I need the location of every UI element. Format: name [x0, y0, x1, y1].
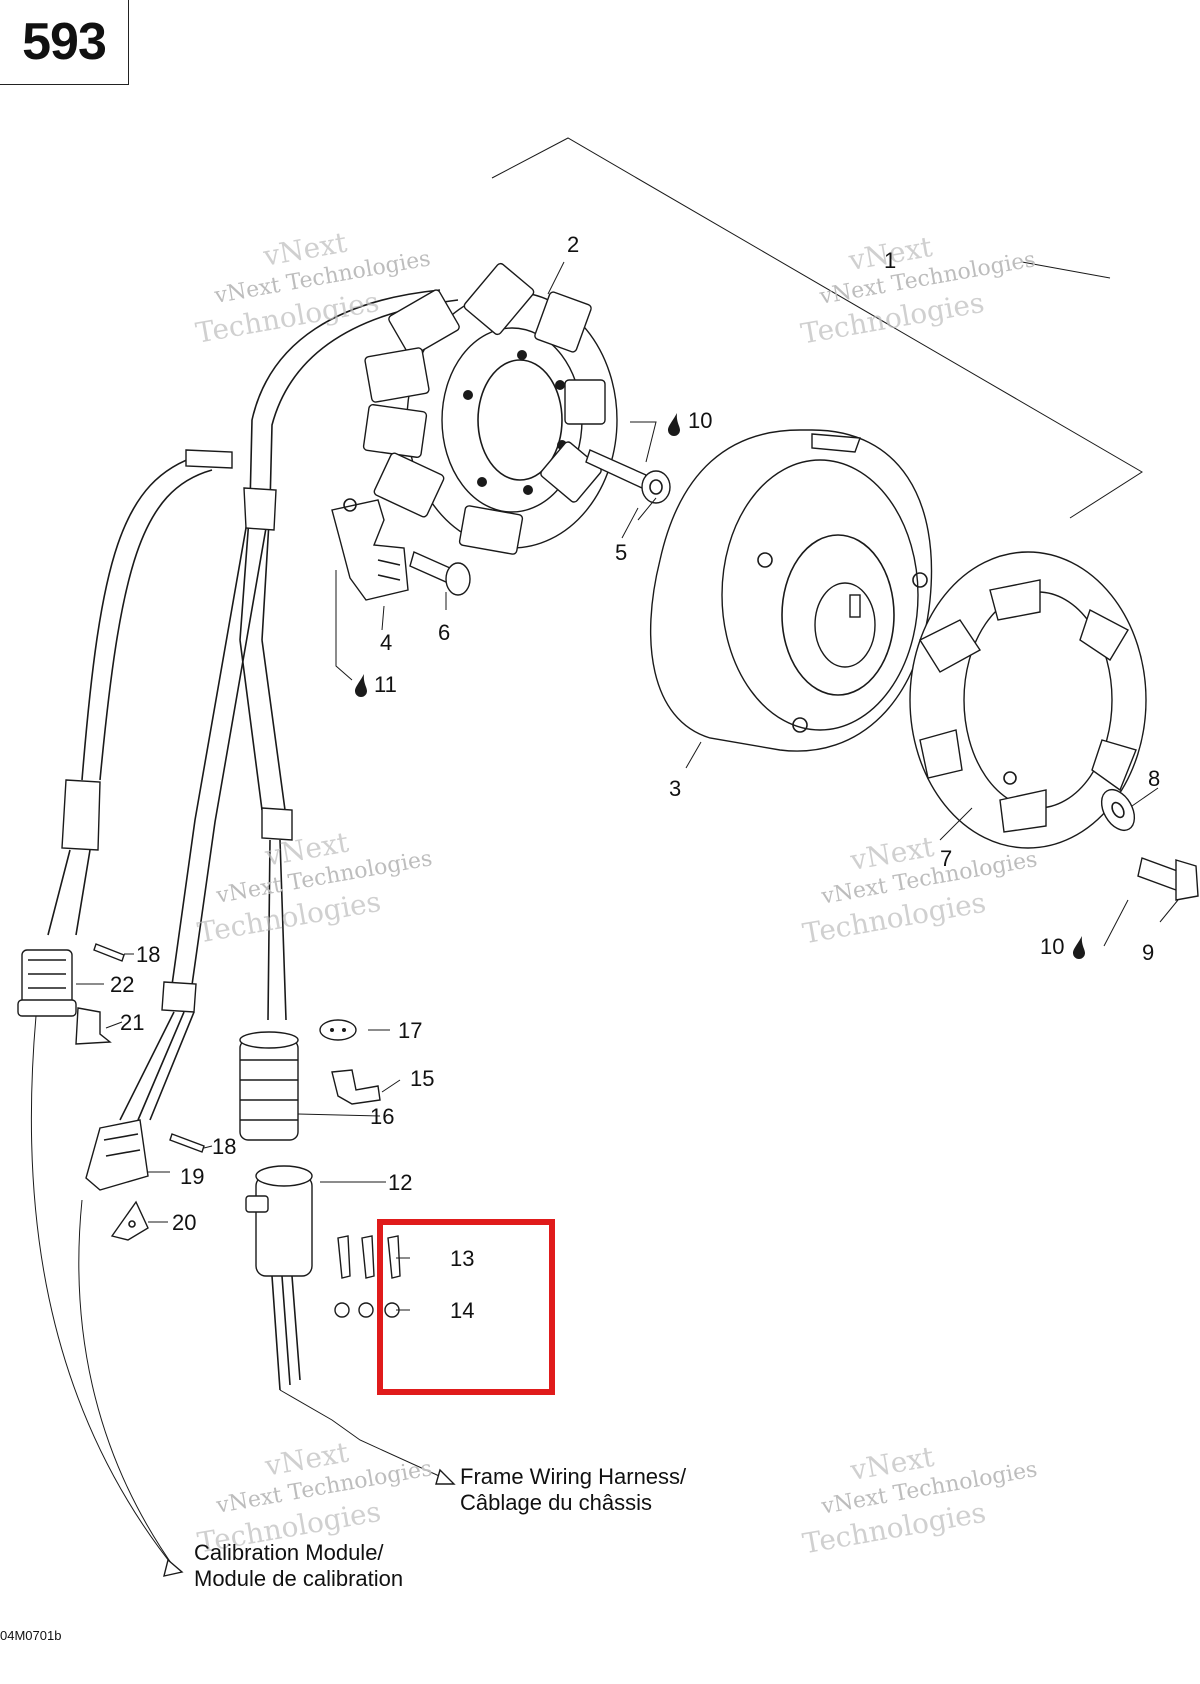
gear-bolt — [1137, 857, 1199, 901]
diagram-code: 04M0701b — [0, 1628, 61, 1643]
callout-20: 20 — [172, 1210, 196, 1235]
callout-13: 13 — [450, 1246, 474, 1271]
housing-16 — [239, 1031, 299, 1141]
callout-17: 17 — [398, 1018, 422, 1043]
connector-19 — [85, 1119, 149, 1191]
destination-labels: Frame Wiring Harness/ Câblage du châssis… — [194, 1464, 687, 1591]
drop-icon — [355, 674, 367, 697]
bracket-20 — [110, 1200, 149, 1241]
callout-18a: 18 — [136, 942, 160, 967]
callouts: 1 2 3 4 5 6 7 8 9 10 10 11 12 13 14 15 1… — [110, 232, 1160, 1323]
wiring-harness — [47, 289, 459, 1121]
callout-5: 5 — [615, 540, 627, 565]
callout-7: 7 — [940, 846, 952, 871]
housing-12 — [245, 1165, 313, 1391]
callout-14: 14 — [450, 1298, 474, 1323]
calibration-label-fr: Module de calibration — [194, 1566, 403, 1591]
callout-4: 4 — [380, 630, 392, 655]
callout-1: 1 — [884, 248, 896, 273]
frame-harness-label-fr: Câblage du châssis — [460, 1490, 652, 1515]
terminals-13 — [337, 1235, 401, 1279]
watermark-5: vNext vNext Technologies Technologies — [195, 1435, 434, 1559]
cap-17 — [319, 1019, 357, 1041]
callout-21: 21 — [120, 1010, 144, 1035]
callout-9: 9 — [1142, 940, 1154, 965]
callout-2: 2 — [567, 232, 579, 257]
stator — [362, 262, 618, 555]
callout-3: 3 — [669, 776, 681, 801]
callout-12: 12 — [388, 1170, 412, 1195]
watermark-2: vNext vNext Technologies Technologies — [798, 230, 1037, 351]
assembly-bracket — [491, 137, 1143, 519]
connector-22 — [17, 949, 77, 1017]
pin-18b — [169, 1133, 205, 1153]
flywheel — [649, 429, 933, 752]
callout-22: 22 — [110, 972, 134, 997]
page-number: 593 — [22, 13, 107, 71]
routing-lines — [30, 1015, 456, 1577]
watermark-3: vNext vNext Technologies Technologies — [195, 825, 434, 949]
calibration-label-en: Calibration Module/ — [194, 1540, 384, 1565]
callout-19: 19 — [180, 1164, 204, 1189]
leader-lines — [76, 261, 1179, 1311]
stator-bolt — [585, 449, 671, 504]
sprag-gear — [909, 551, 1147, 849]
drop-icon — [668, 413, 680, 436]
callout-10a: 10 — [688, 408, 712, 433]
drop-icons — [355, 413, 1085, 959]
callout-8: 8 — [1148, 766, 1160, 791]
terminal-15 — [331, 1069, 381, 1105]
callout-16: 16 — [370, 1104, 394, 1129]
callout-11: 11 — [374, 672, 397, 697]
callout-18b: 18 — [212, 1134, 236, 1159]
highlight-box — [377, 1219, 555, 1395]
sensor-screw — [409, 551, 471, 596]
washer — [1100, 789, 1136, 831]
pin-18a — [93, 943, 125, 962]
clip-21 — [75, 1007, 112, 1045]
seals-14 — [334, 1302, 400, 1318]
callout-6: 6 — [438, 620, 450, 645]
page-number-box: 593 — [0, 0, 129, 85]
watermark-6: vNext vNext Technologies Technologies — [800, 1440, 1039, 1561]
callout-15: 15 — [410, 1066, 434, 1091]
trigger-coil — [331, 498, 409, 601]
callout-10b: 10 — [1040, 934, 1064, 959]
frame-harness-label-en: Frame Wiring Harness/ — [460, 1464, 687, 1489]
drop-icon — [1073, 936, 1085, 959]
